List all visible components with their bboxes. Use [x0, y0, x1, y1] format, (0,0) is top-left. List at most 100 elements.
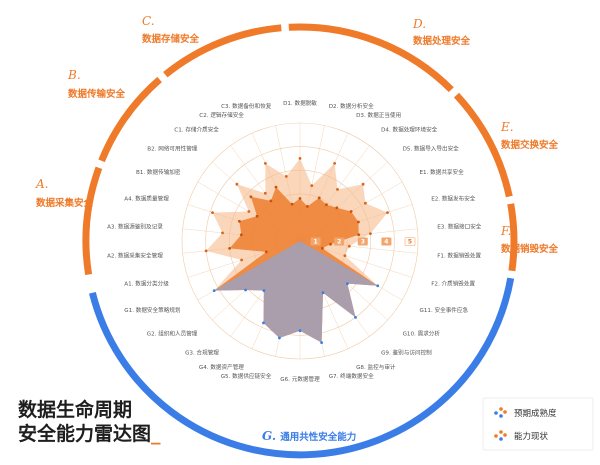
svg-text:数据处理安全: 数据处理安全 [412, 35, 471, 47]
axis-label: G2. 组织和人员管理 [147, 329, 198, 337]
current-point [335, 206, 339, 210]
svg-text:D.: D. [412, 17, 426, 31]
expected-point [386, 211, 389, 215]
current-point [298, 197, 302, 200]
current-point [290, 202, 294, 206]
svg-text:B.: B. [67, 68, 81, 82]
svg-text:3: 3 [361, 239, 365, 246]
axis-label: A2. 数据采集安全管理 [107, 251, 163, 259]
axis-label: C1. 存储介质安全 [174, 125, 219, 133]
axis-label: A3. 数据源鉴别及记录 [107, 223, 163, 231]
expected-point [320, 341, 323, 344]
axis-label: E3. 数据接口安全 [437, 223, 482, 231]
expected-point [262, 321, 265, 325]
current-point [228, 247, 232, 250]
current-point [269, 199, 273, 203]
legend-box [482, 397, 594, 451]
segment-label-b: B. 数据传输安全 [67, 68, 126, 100]
radar-points [204, 157, 389, 344]
expected-point [298, 157, 302, 160]
axis-label: E2. 数据发布安全 [431, 194, 476, 202]
chart-title: 数据生命周期 安全能力雷达图_ [18, 398, 161, 445]
expected-point [244, 288, 248, 292]
svg-text:数据存储安全: 数据存储安全 [141, 33, 200, 45]
svg-text:E.: E. [500, 120, 514, 134]
expected-point [298, 329, 302, 333]
svg-text:数据传输安全: 数据传输安全 [67, 88, 126, 100]
axis-label: G3. 合规管理 [185, 349, 219, 357]
expected-point [364, 201, 367, 205]
ring-arc-e [453, 92, 513, 198]
axis-label: D3. 数据正当使用 [356, 111, 401, 119]
segment-label-g: G. 通用共性安全能力 [262, 429, 356, 443]
expected-point [310, 184, 314, 188]
expected-point [336, 188, 339, 191]
expected-point [347, 244, 351, 248]
axis-label: D5. 数据导入导出安全 [403, 145, 460, 153]
scale-ticks: 1 2 3 4 5 [310, 237, 416, 246]
scale-tick-5: 5 [404, 237, 416, 246]
title-line-2: 安全能力雷达图_ [18, 422, 161, 445]
segment-label-a: A.数据采集安全 [35, 177, 94, 209]
title-line-1: 数据生命周期 [18, 398, 132, 421]
expected-point [369, 232, 372, 236]
expected-point [235, 182, 239, 186]
svg-text:数据采集安全: 数据采集安全 [35, 197, 94, 209]
current-point [249, 195, 253, 199]
ring-arc-g [89, 277, 515, 459]
legend: 预期成熟度 能力现状 [482, 397, 594, 451]
segment-label-c: C.数据存储安全 [141, 14, 200, 45]
axis-label: D2. 数据分析安全 [329, 102, 374, 110]
legend-label-expected: 预期成熟度 [514, 408, 557, 419]
legend-label-current: 能力现状 [514, 431, 549, 442]
expected-point [376, 284, 380, 288]
legend-item-current: 能力现状 [494, 430, 549, 442]
axis-label: G6. 元数据管理 [280, 375, 320, 383]
svg-text:5: 5 [408, 239, 412, 246]
current-point [325, 203, 328, 207]
current-point [357, 220, 360, 224]
expected-point [247, 210, 251, 213]
scale-tick-2: 2 [334, 237, 345, 246]
scale-tick-4: 4 [381, 237, 392, 246]
axis-label: G10. 需求分析 [403, 329, 441, 337]
ring-arc-f [507, 203, 518, 272]
axis-label: D1. 数据脱敏 [283, 99, 317, 107]
current-point [255, 214, 259, 218]
ring-arc-c [163, 24, 282, 78]
current-point [264, 250, 268, 254]
expected-point [240, 258, 244, 262]
segment-labels: A.数据采集安全 B. 数据传输安全 C.数据存储安全 D. 数据处理安全 E.数据交换安全… [35, 14, 559, 443]
axis-label: F1. 数据销毁处置 [437, 251, 481, 259]
current-point [321, 246, 324, 250]
expected-point [221, 231, 224, 235]
expected-point [204, 249, 208, 253]
axis-label: G9. 鉴别与访问控制 [381, 349, 432, 357]
axis-label: E1. 数据共享安全 [420, 168, 465, 176]
current-point [239, 233, 243, 237]
expected-point [354, 316, 357, 319]
current-point [329, 242, 332, 246]
expected-point [212, 289, 216, 292]
ring-arc-a [82, 166, 103, 276]
current-point [357, 233, 361, 237]
current-point [349, 210, 353, 213]
scale-tick-1: 1 [310, 237, 321, 246]
expected-point [321, 291, 325, 295]
segment-label-e: E.数据交换安全 [500, 120, 559, 151]
axis-label: G1. 数据安全策略规划 [124, 306, 181, 314]
scatter-dots-icon [494, 407, 507, 418]
axis-label: G8. 监控与审计 [356, 363, 396, 371]
expected-point [278, 336, 281, 340]
axis-label: B2. 网络可用性管理 [147, 145, 198, 153]
axis-label: C2. 逻辑存储安全 [199, 111, 244, 119]
expected-point [333, 162, 336, 165]
axis-label: F2. 介质销毁处置 [431, 280, 475, 288]
scale-tick-3: 3 [357, 237, 368, 246]
axis-label: G4. 数据资产管理 [199, 363, 244, 371]
segment-label-d: D. 数据处理安全 [412, 17, 471, 47]
expected-point [343, 254, 347, 257]
scatter-dots-icon [494, 430, 507, 441]
